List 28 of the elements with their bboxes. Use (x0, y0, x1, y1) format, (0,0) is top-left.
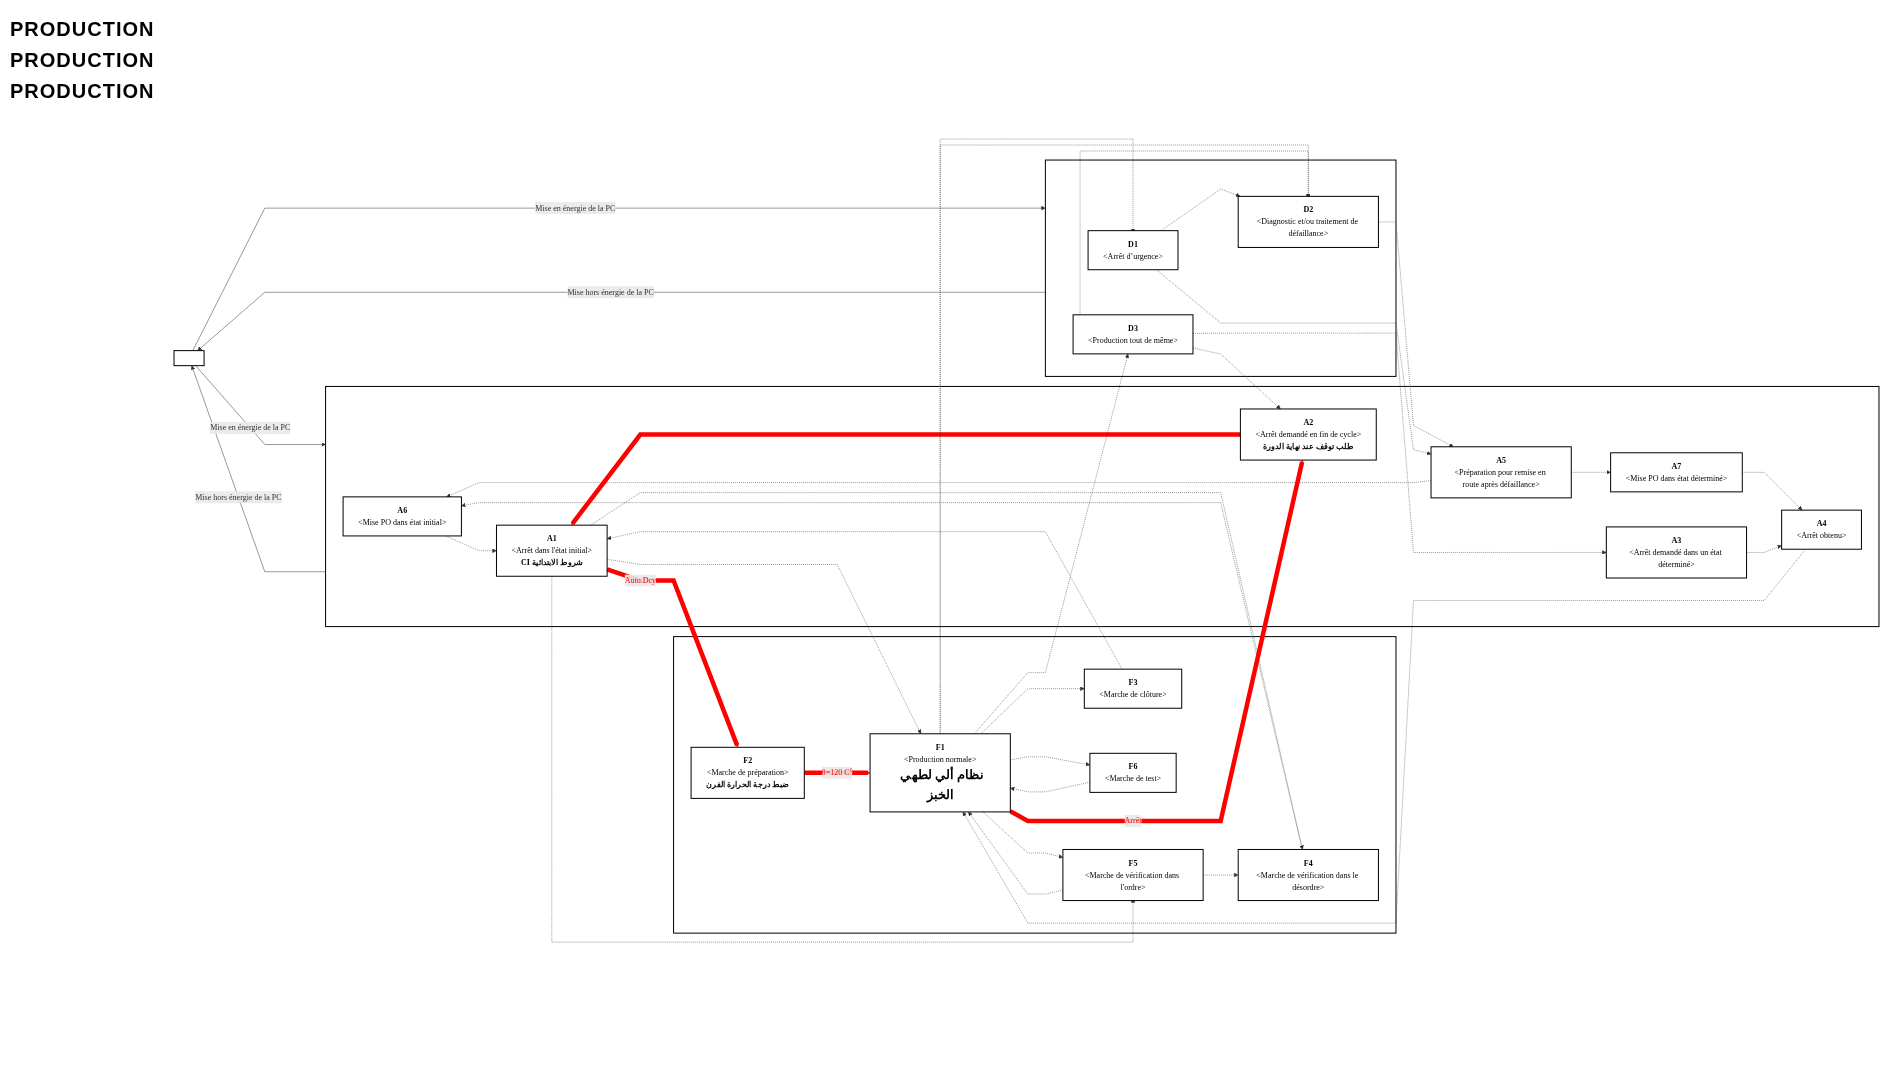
arrow (570, 432, 1241, 526)
band-label: PRODUCTION (10, 80, 156, 103)
band-label: PRODUCTION (10, 49, 156, 72)
edge-label: Arrêt (1124, 816, 1142, 825)
band-label: PRODUCTION (10, 18, 156, 41)
node-box: A6 <Mise PO dans état initial> (342, 496, 462, 537)
edge-label: θ=120 C⁰ (821, 768, 853, 777)
cluster (325, 385, 1880, 627)
edge-label: Auto.Dcy (624, 575, 657, 585)
node-box (173, 350, 205, 367)
node-box: F5 <Marche de vérification dans l'ordre> (1062, 848, 1204, 901)
node-box: D2 <Diagnostic et/ou traitement de défaillance> (1237, 195, 1379, 248)
node-box: A4 <Arrêt obtenu> (1781, 509, 1862, 550)
edge-label: Mise hors énergie de la PC (567, 287, 654, 297)
node-box: D1 <Arrêt d’urgence> (1087, 230, 1179, 271)
edge-label: Mise en énergie de la PC (210, 423, 291, 432)
node-box: F4 <Marche de vérification dans le désordre> (1237, 848, 1379, 901)
edge-label: Mise en énergie de la PC (535, 203, 616, 213)
node-box: D3 <Production tout de même> (1072, 314, 1194, 355)
cluster (1044, 159, 1397, 377)
node-box: A7 <Mise PO dans état déterminé> (1610, 452, 1743, 493)
cluster (673, 636, 1397, 934)
node-box: F3 <Marche de clôture> (1083, 668, 1183, 709)
arrow (606, 567, 740, 748)
edge-label: Mise hors énergie de la PC (195, 492, 282, 502)
node-box: A3 <Arrêt demandé dans un état déterminé> (1605, 526, 1748, 579)
node-box: A5 <Préparation pour remise en route après défaillance> (1430, 446, 1572, 499)
node-box: F6 <Marche de test> (1089, 752, 1177, 793)
